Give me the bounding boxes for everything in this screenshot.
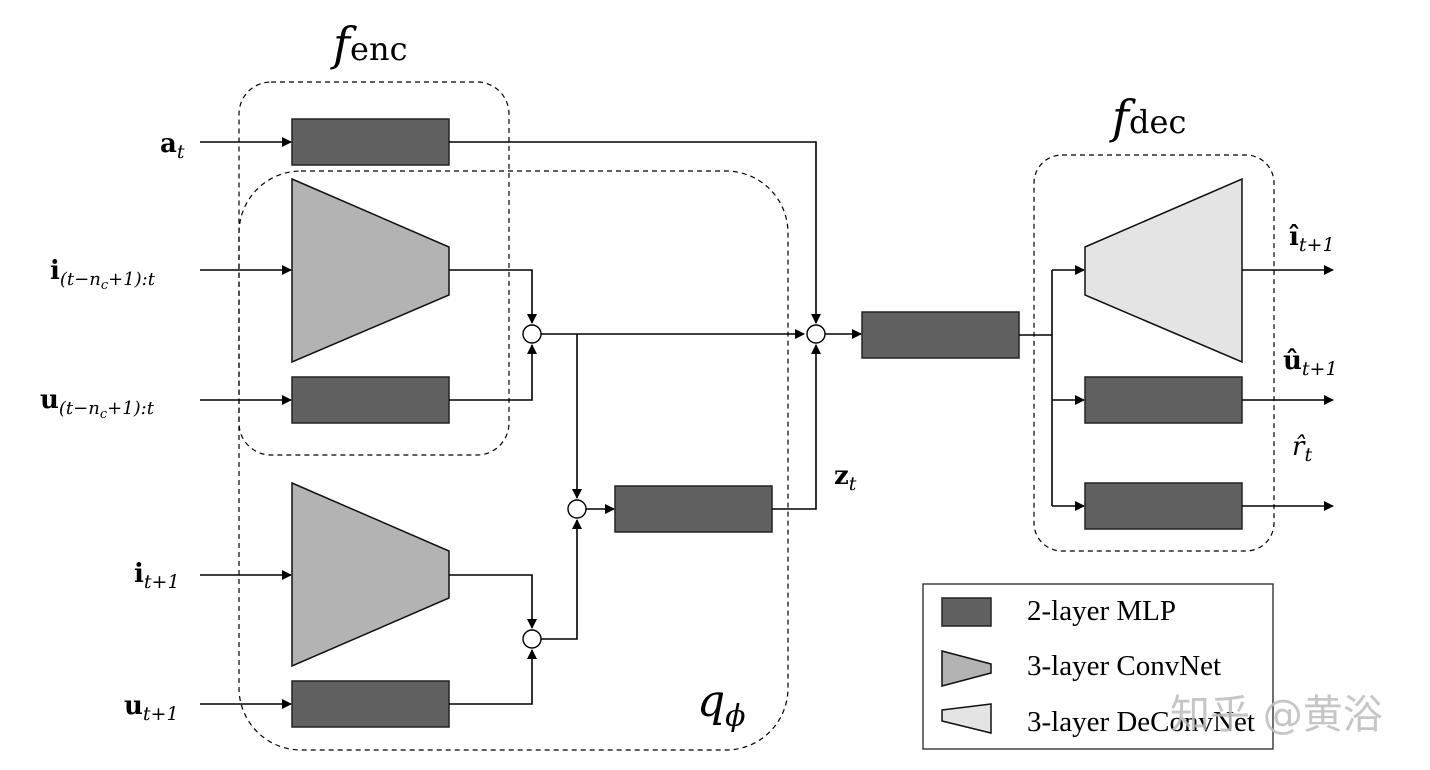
convnet-image-history — [291, 177, 450, 364]
wire-conv-to-junction1 — [449, 269, 537, 324]
legend-mlp-swatch — [941, 597, 992, 627]
wire-mlp-next-to-junction — [449, 649, 537, 705]
input-label-i-history: i(t−nc+1):t — [50, 256, 156, 293]
legend-mlp-label: 2-layer MLP — [1027, 595, 1176, 627]
mlp-reward-decoder — [1084, 482, 1243, 530]
input-label-u-history: u(t−nc+1):t — [40, 385, 155, 422]
mlp-action — [291, 118, 450, 166]
legend-convnet-label: 3-layer ConvNet — [1027, 650, 1221, 682]
junction-main — [806, 324, 826, 344]
mlp-posterior — [614, 485, 773, 533]
wire-action-to-main-junction — [449, 141, 821, 324]
junction-encoder — [522, 324, 542, 344]
input-label-a-t: at — [160, 129, 185, 163]
junction-posterior — [567, 499, 587, 519]
legend-deconvnet-label: 3-layer DeConvNet — [1027, 706, 1255, 738]
encoder-label: fenc — [330, 17, 408, 71]
posterior-label: qϕ — [697, 676, 746, 734]
legend-deconvnet-swatch — [941, 703, 992, 734]
mlp-transition — [861, 311, 1020, 359]
posterior-group-box — [238, 170, 789, 751]
mlp-state-next — [291, 680, 450, 728]
output-label-r-hat: r̂t — [1292, 432, 1312, 466]
wire-mlp-to-junction1 — [449, 344, 537, 401]
wire-conv-next-to-junction — [449, 574, 537, 629]
output-label-i-hat: ît+1 — [1289, 222, 1335, 256]
convnet-image-next — [291, 481, 450, 668]
deconvnet-image — [1084, 177, 1243, 364]
wire-z-t — [772, 344, 821, 510]
input-label-i-next: it+1 — [134, 559, 180, 593]
watermark: 知乎 @黄浴 — [1170, 692, 1383, 738]
input-label-u-next: ut+1 — [124, 691, 179, 725]
decoder-group-box — [1033, 154, 1275, 552]
junction-next — [522, 629, 542, 649]
output-label-u-hat: ût+1 — [1283, 346, 1338, 380]
wire-next-to-posterior-junction — [541, 519, 582, 640]
mlp-state-decoder — [1084, 376, 1243, 424]
legend-convnet-swatch — [941, 650, 992, 687]
decoder-label: fdec — [1109, 90, 1186, 144]
latent-label-z-t: zt — [834, 461, 857, 495]
mlp-state-history — [291, 376, 450, 424]
